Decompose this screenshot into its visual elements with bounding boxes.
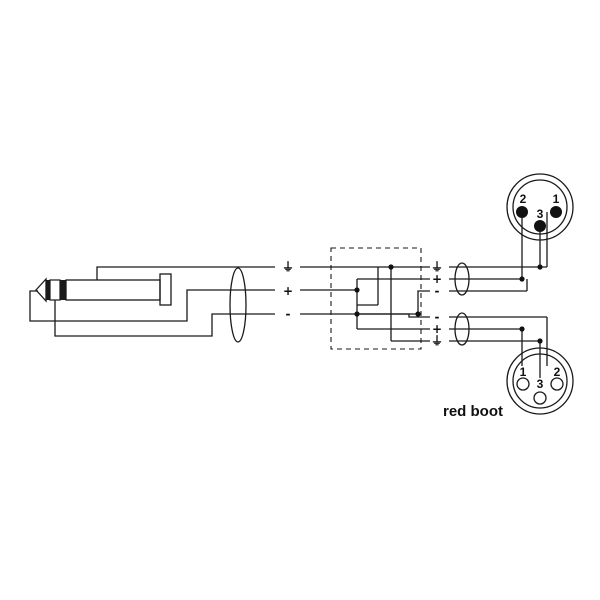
junction-dot — [354, 287, 360, 293]
xlr-bottom-pin-2 — [550, 377, 564, 391]
junction-dot — [537, 264, 543, 270]
right-cables — [449, 262, 547, 346]
ground-symbol-right-bottom: ⏚ — [431, 334, 443, 348]
xlr-top-pin-2 — [516, 206, 528, 218]
junction-dot — [388, 264, 394, 270]
splitter-box — [300, 247, 430, 350]
junction-dot — [519, 326, 525, 332]
xlr-top-pin-1 — [550, 206, 562, 218]
xlr-top-pin-3 — [534, 220, 546, 232]
wire-plus-left — [29, 289, 275, 322]
jack-collar — [159, 273, 172, 306]
xlr-top-label-2: 2 — [520, 192, 527, 206]
out-minus-bottom — [357, 313, 430, 318]
xlr-bottom-label-1: 1 — [520, 365, 527, 379]
plus-symbol-right-bottom: + — [432, 322, 442, 336]
dashed-enclosure — [330, 247, 422, 350]
junction-dot — [519, 276, 525, 282]
junction-dot — [537, 338, 543, 344]
xlr-connector-top: 2 3 1 — [506, 173, 574, 291]
xlr-top-label-3: 3 — [537, 207, 544, 221]
xlr-connector-bottom: 1 3 2 — [506, 317, 574, 415]
wire-ground-left — [96, 266, 275, 280]
out-minus-top — [357, 290, 430, 315]
xlr-bottom-pin-3 — [533, 391, 547, 405]
jack-insulator-ring-1 — [46, 280, 50, 300]
wire-minus-left — [54, 300, 275, 337]
xlr-top-label-1: 1 — [553, 192, 560, 206]
stereo-jack-plug — [35, 273, 172, 306]
ground-symbol-right-top: ⏚ — [431, 260, 443, 274]
jack-tip — [35, 277, 47, 303]
junction-dot — [354, 311, 360, 317]
plus-symbol-left: + — [283, 284, 293, 298]
xlr-bottom-label-2: 2 — [554, 365, 561, 379]
cable-shield-right-bottom — [454, 312, 470, 346]
junction-dot — [415, 311, 421, 317]
jack-insulator-ring-2 — [60, 280, 66, 300]
minus-symbol-right-top: - — [435, 284, 440, 298]
minus-symbol-right-bottom: - — [435, 310, 440, 324]
cable-shield-right-top — [454, 262, 470, 296]
jack-ring-contact — [49, 279, 61, 301]
jack-wires — [29, 266, 275, 343]
xlr-bottom-label-3: 3 — [537, 377, 544, 391]
ground-symbol-left: ⏚ — [282, 260, 294, 274]
minus-symbol-left: - — [286, 307, 291, 321]
xlr-bottom-pin-1 — [516, 377, 530, 391]
red-boot-caption: red boot — [443, 403, 503, 420]
cable-shield-left — [229, 267, 247, 343]
jack-sleeve — [65, 279, 161, 301]
plus-symbol-right-top: + — [432, 272, 442, 286]
